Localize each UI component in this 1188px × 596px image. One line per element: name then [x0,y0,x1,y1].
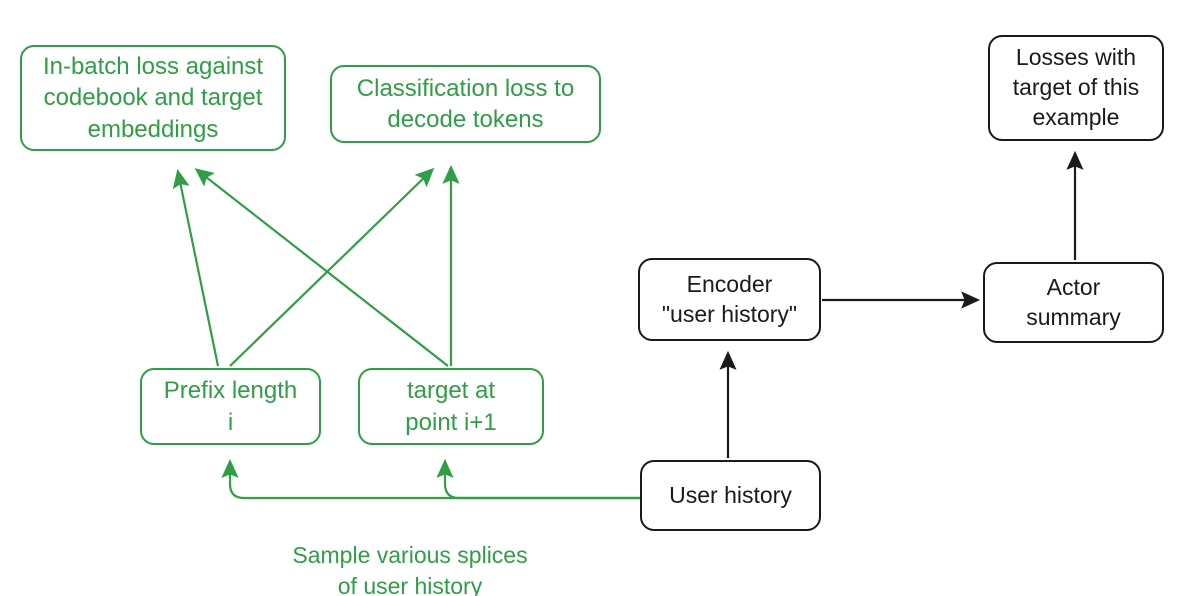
node-in-batch-loss[interactable]: In-batch loss against codebook and targe… [20,45,286,151]
node-prefix-length[interactable]: Prefix length i [140,368,321,445]
node-in-batch-loss-label: In-batch loss against codebook and targe… [42,53,264,143]
node-classification-loss-label: Classification loss to decode tokens [356,74,575,133]
node-actor-summary[interactable]: Actor summary [983,262,1164,343]
node-user-history[interactable]: User history [640,460,821,531]
edge-target-to-in-batch [194,168,449,367]
node-losses-with-target-label: Losses with target of this example [1012,44,1140,130]
node-target-point-label: target at point i+1 [405,377,497,436]
edge-prefix-to-classification [229,167,435,367]
edge-prefix-to-in-batch [172,168,220,367]
node-encoder[interactable]: Encoder "user history" [638,258,821,341]
edge-user-history-to-target [436,458,640,500]
edge-user-history-to-prefix [221,458,640,500]
node-prefix-length-label: Prefix length i [163,377,298,436]
node-user-history-label: User history [669,481,792,508]
node-target-point[interactable]: target at point i+1 [358,368,544,445]
node-classification-loss[interactable]: Classification loss to decode tokens [330,65,601,143]
caption-sample-splices: Sample various splices of user history [255,510,565,596]
node-losses-with-target[interactable]: Losses with target of this example [988,35,1164,141]
caption-sample-splices-text: Sample various splices of user history [292,542,528,596]
node-actor-summary-label: Actor summary [1026,273,1121,330]
node-encoder-label: Encoder "user history" [661,270,798,327]
